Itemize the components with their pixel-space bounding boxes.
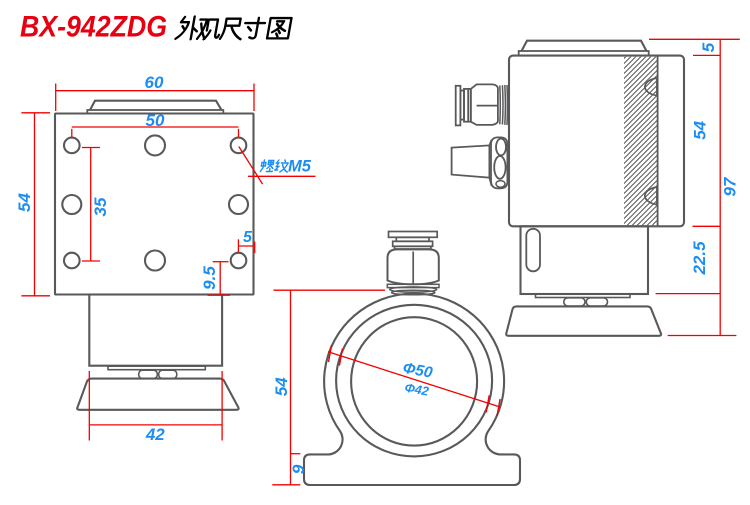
- svg-text:54: 54: [691, 120, 710, 139]
- svg-text:5: 5: [699, 42, 718, 52]
- svg-text:35: 35: [91, 197, 110, 216]
- svg-text:54: 54: [15, 193, 34, 212]
- svg-text:60: 60: [145, 73, 164, 92]
- svg-text:97: 97: [721, 176, 740, 196]
- svg-text:M5: M5: [288, 158, 312, 176]
- svg-text:54: 54: [272, 377, 291, 396]
- svg-text:9.5: 9.5: [200, 266, 219, 290]
- svg-text:22.5: 22.5: [690, 241, 709, 276]
- svg-text:Φ50: Φ50: [401, 360, 434, 382]
- svg-text:50: 50: [146, 111, 165, 130]
- svg-text:BX-942ZDG: BX-942ZDG: [20, 11, 167, 44]
- svg-text:5: 5: [243, 229, 253, 246]
- svg-text:42: 42: [145, 425, 165, 444]
- svg-text:Φ42: Φ42: [403, 381, 429, 399]
- svg-text:9: 9: [289, 464, 308, 474]
